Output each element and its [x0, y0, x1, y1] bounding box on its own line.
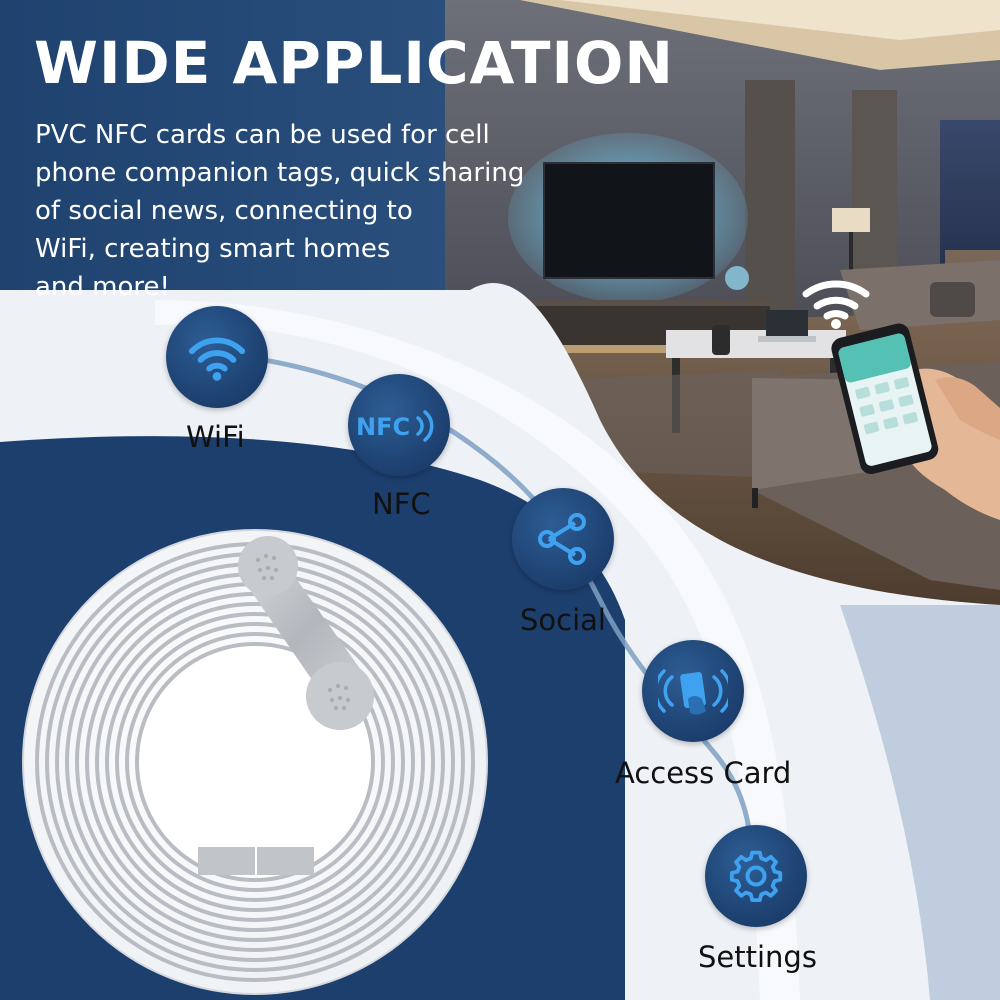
description-line: WiFi, creating smart homes [35, 234, 391, 264]
feature-label-access-card: Access Card [615, 756, 792, 790]
feature-label-settings: Settings [698, 940, 817, 974]
nfc-badge-text: NFC [356, 413, 410, 441]
feature-label-wifi: WiFi [186, 420, 245, 454]
feature-label-nfc: NFC [372, 487, 431, 521]
feature-social-badge [512, 488, 614, 590]
nfc-icon: NFC [356, 410, 434, 442]
description-line: PVC NFC cards can be used for cell [35, 120, 490, 150]
share-icon [538, 513, 586, 565]
feature-settings-badge [705, 825, 807, 927]
description-line: of social news, connecting to [35, 196, 413, 226]
wifi-icon [188, 337, 246, 381]
description-line: and more! [35, 272, 170, 302]
feature-nfc-badge: NFC [348, 374, 450, 476]
feature-label-social: Social [520, 603, 606, 637]
page-title: WIDE APPLICATION [34, 29, 674, 97]
feature-wifi-badge [166, 306, 268, 408]
access-card-icon [658, 669, 728, 715]
gear-icon [729, 850, 783, 903]
description-text: PVC NFC cards can be used for cell phone… [35, 116, 535, 306]
feature-access-card-badge [642, 640, 744, 742]
description-line: phone companion tags, quick sharing [35, 158, 525, 188]
